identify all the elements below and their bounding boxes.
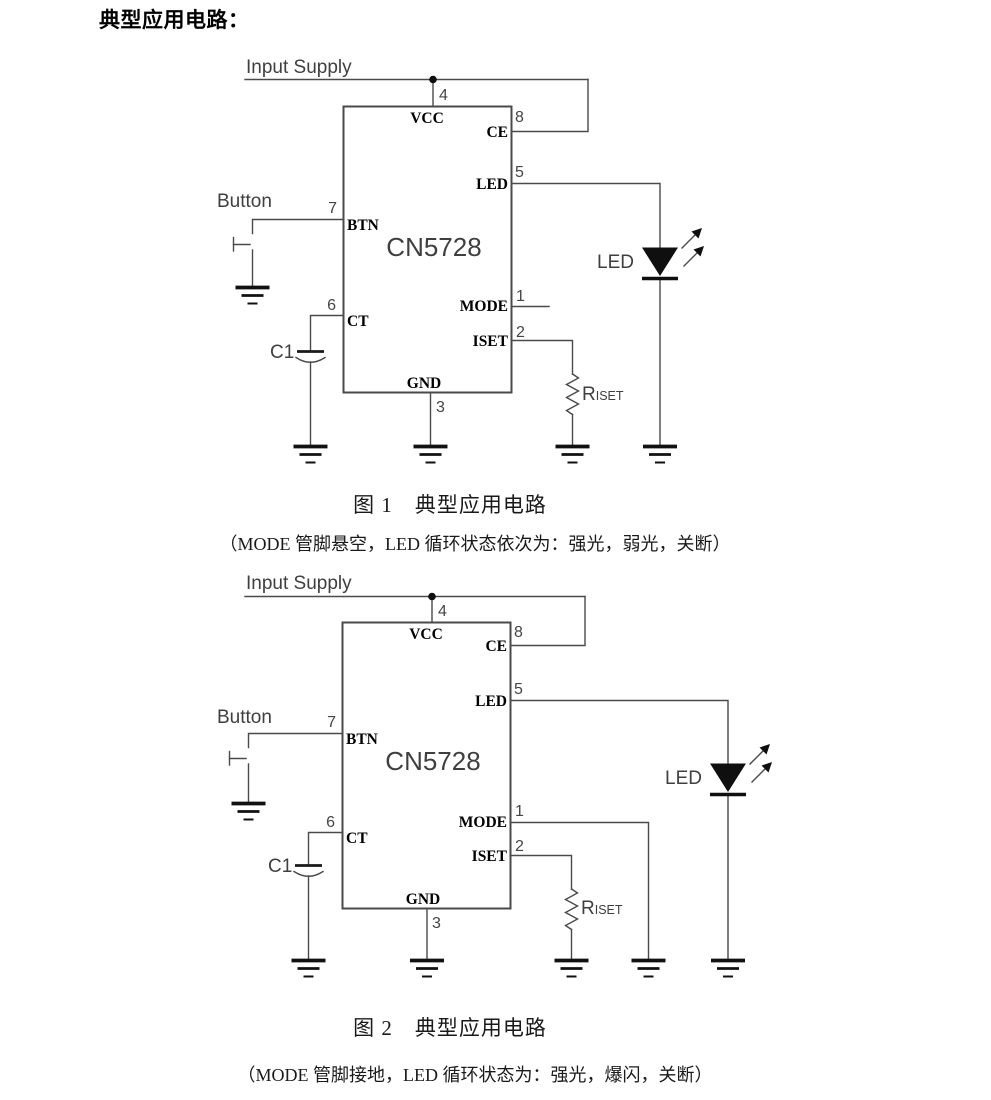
resistor-label: RISET: [581, 898, 623, 919]
ground-symbol-led: [711, 958, 745, 978]
pin-number-ce: 8: [515, 109, 524, 126]
ground-symbol-cap: [293, 444, 328, 464]
figure-2-caption: 图 2 典型应用电路: [353, 1016, 547, 1040]
figure-2-schematic: Input Supply 4 VCC 8 CE 5 LED Button 7 B…: [217, 573, 772, 978]
supply-junction-dot: [429, 75, 437, 84]
pin-label-ct: CT: [347, 313, 369, 330]
pin-number-led: 5: [515, 164, 524, 181]
pin-number-vcc: 4: [438, 603, 447, 620]
button-label: Button: [217, 707, 272, 728]
supply-label: Input Supply: [246, 57, 352, 78]
pin-label-gnd: GND: [406, 891, 440, 908]
pin-label-iset: ISET: [472, 848, 508, 865]
iset-wire: [509, 854, 573, 890]
pin-label-vcc: VCC: [409, 626, 443, 643]
ic-body: [341, 621, 512, 910]
ic-name: CN5728: [385, 746, 480, 776]
pin-number-ct: 6: [326, 814, 335, 831]
led-wire-top: [510, 182, 661, 249]
pin-label-iset: ISET: [473, 333, 509, 350]
ce-wire: [509, 595, 586, 647]
light-emission-arrows-icon: [681, 228, 704, 267]
pin-number-vcc: 4: [439, 87, 448, 104]
supply-label: Input Supply: [246, 573, 352, 594]
pin-number-btn: 7: [328, 200, 337, 217]
pin-number-ct: 6: [327, 297, 336, 314]
ground-symbol-cap: [291, 958, 326, 978]
ct-wire: [309, 314, 344, 352]
resistor-riset-icon: [565, 373, 580, 416]
ground-symbol-riset: [555, 444, 590, 464]
ic-body: [342, 105, 513, 394]
pin-number-mode: 1: [516, 288, 525, 305]
btn-wire: [251, 218, 344, 235]
pin-label-mode: MODE: [459, 814, 507, 831]
figure-1-wires: [244, 78, 661, 448]
pin-number-gnd: 3: [432, 915, 441, 932]
pin-number-gnd: 3: [436, 399, 445, 416]
ground-symbol-mode: [631, 958, 666, 978]
led-diode-icon: [642, 247, 678, 281]
led-label: LED: [665, 768, 702, 789]
pin-label-led: LED: [476, 176, 508, 193]
pin-label-vcc: VCC: [410, 110, 444, 127]
led-wire-top: [509, 699, 729, 765]
capacitor-curved-plate-icon: [293, 870, 324, 877]
pin-number-iset: 2: [516, 324, 525, 341]
ground-symbol-button: [231, 801, 266, 821]
figure-1-caption: 图 1 典型应用电路: [353, 493, 547, 517]
led-label: LED: [597, 252, 634, 273]
pin-label-gnd: GND: [407, 375, 441, 392]
pin-label-btn: BTN: [347, 217, 379, 234]
button-label: Button: [217, 191, 272, 212]
pin-label-ce: CE: [486, 124, 508, 141]
pin-label-ce: CE: [485, 638, 507, 655]
resistor-label: RISET: [582, 384, 624, 405]
pin-number-ce: 8: [514, 624, 523, 641]
light-emission-arrows-icon: [749, 744, 772, 783]
supply-junction-dot: [428, 592, 436, 601]
ct-wire: [307, 831, 343, 866]
figure-1-note: （MODE 管脚悬空，LED 循环状态依次为：强光，弱光，关断）: [219, 534, 731, 554]
capacitor-label: C1: [270, 342, 294, 363]
ground-symbol-ic: [410, 958, 444, 978]
ground-symbol-led: [643, 444, 677, 464]
ground-symbol-ic: [413, 444, 448, 464]
pin-label-led: LED: [475, 693, 507, 710]
pin-label-mode: MODE: [460, 298, 508, 315]
figure-2-wires: [244, 595, 729, 962]
pin-number-iset: 2: [515, 838, 524, 855]
capacitor-label: C1: [268, 856, 292, 877]
pin-number-mode: 1: [515, 803, 524, 820]
ic-name: CN5728: [386, 232, 481, 262]
pin-label-ct: CT: [346, 830, 368, 847]
ground-symbol-button: [235, 285, 270, 305]
led-diode-icon: [710, 763, 746, 797]
resistor-riset-icon: [564, 888, 579, 931]
pin-number-btn: 7: [327, 714, 336, 731]
pin-number-led: 5: [514, 681, 523, 698]
iset-wire: [510, 339, 574, 375]
push-button-switch-icon: [232, 236, 251, 252]
pin-label-btn: BTN: [346, 731, 378, 748]
ce-wire: [510, 78, 589, 133]
ground-symbol-riset: [554, 958, 589, 978]
section-title: 典型应用电路：: [99, 8, 250, 32]
figure-1-schematic: Input Supply 4 VCC 8 CE 5 LED Button 7 B…: [217, 57, 704, 464]
mode-gnd-wire: [509, 821, 650, 962]
capacitor-curved-plate-icon: [295, 356, 326, 363]
btn-wire: [247, 732, 343, 749]
push-button-switch-icon: [228, 750, 247, 766]
figure-2-note: （MODE 管脚接地，LED 循环状态为：强光，爆闪，关断）: [237, 1065, 713, 1085]
